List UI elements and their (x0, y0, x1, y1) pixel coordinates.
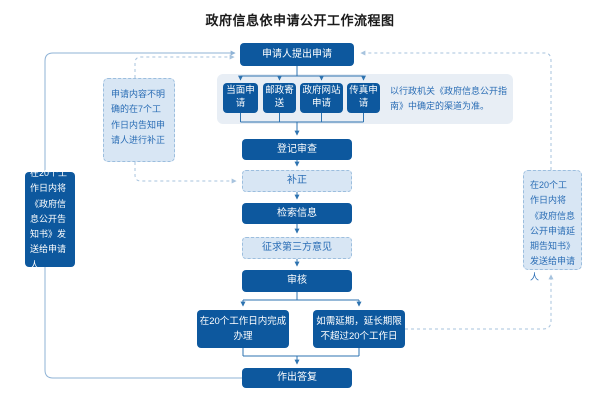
step-complete: 在20个工作日内完成办理 (197, 310, 289, 348)
step-extend: 如需延期，延长期限不超过20个工作日 (313, 310, 405, 348)
step-register: 登记审查 (242, 139, 352, 160)
step-apply: 申请人提出申请 (240, 43, 354, 66)
method-in-person: 当面申请 (223, 83, 258, 113)
step-correction: 补正 (242, 170, 352, 192)
note-notify-extension: 在20个工作日内将《政府信息公开申请延期告知书》 发送给申请人 (523, 170, 582, 282)
method-postal: 邮政寄送 (263, 83, 296, 113)
step-reply: 作出答复 (242, 368, 352, 388)
step-retrieve: 检索信息 (242, 203, 352, 224)
connector-main-flow (238, 66, 366, 365)
step-third-party: 征求第三方意见 (242, 237, 352, 259)
page-title: 政府信息依申请公开工作流程图 (205, 13, 395, 28)
connector-extension-loop (360, 50, 554, 330)
step-review: 审核 (242, 270, 352, 292)
method-website: 政府网站申请 (300, 83, 343, 113)
note-notify-reply: 在20个工作日内将《政府信息公开告知书》发送给申请人 (25, 168, 75, 270)
method-fax: 传真申请 (347, 83, 380, 113)
note-channel: 以行政机关《政府信息公开指南》中确定的渠道为准。 (390, 86, 508, 112)
connector-correction-loop (134, 54, 237, 184)
note-unclear-correction: 申请内容不明确的在7个工作日内告知申请人进行补正 (103, 78, 175, 162)
